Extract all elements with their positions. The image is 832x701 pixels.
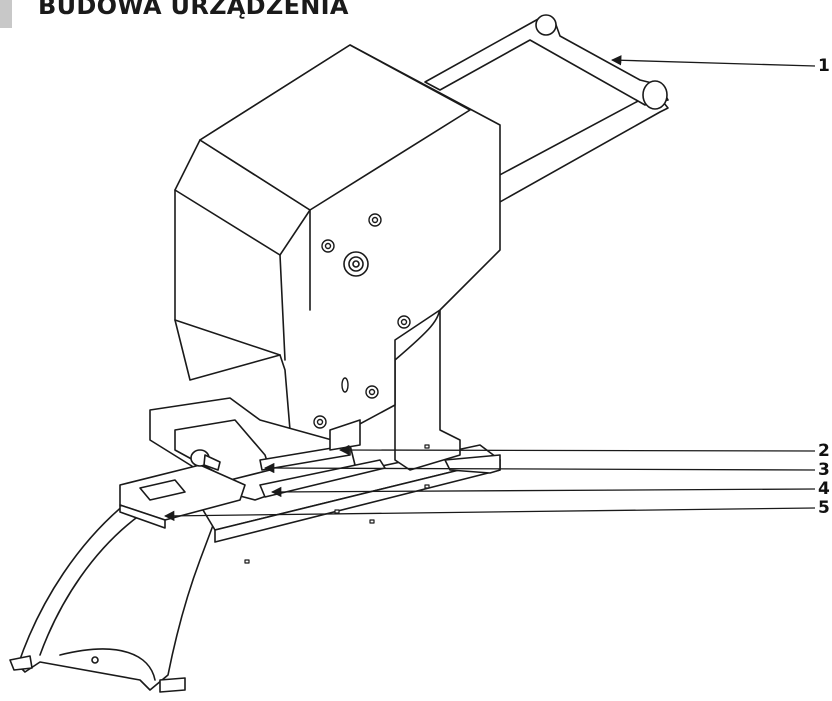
leader-line-5 xyxy=(163,507,816,522)
callout-label-5: 5 xyxy=(818,498,830,518)
front-tray xyxy=(119,464,246,529)
main-housing xyxy=(174,44,501,451)
leader-line-2 xyxy=(338,444,816,456)
callout-label-4: 4 xyxy=(818,479,830,499)
support-column xyxy=(394,304,461,471)
base-foot xyxy=(9,487,216,693)
knob-icon xyxy=(190,449,221,471)
callout-label-1: 1 xyxy=(818,56,830,76)
clamp-assembly xyxy=(149,397,386,501)
leader-line-1 xyxy=(610,55,816,67)
callout-label-3: 3 xyxy=(818,460,830,480)
screw-icon xyxy=(313,213,411,429)
callout-label-2: 2 xyxy=(818,441,830,461)
leader-line-3 xyxy=(263,462,816,474)
header-accent-bar xyxy=(0,0,12,28)
leader-line-4 xyxy=(270,486,816,498)
pivot-bolt-icon xyxy=(343,251,369,277)
page-title: BUDOWA URZĄDZENIA xyxy=(38,0,349,20)
